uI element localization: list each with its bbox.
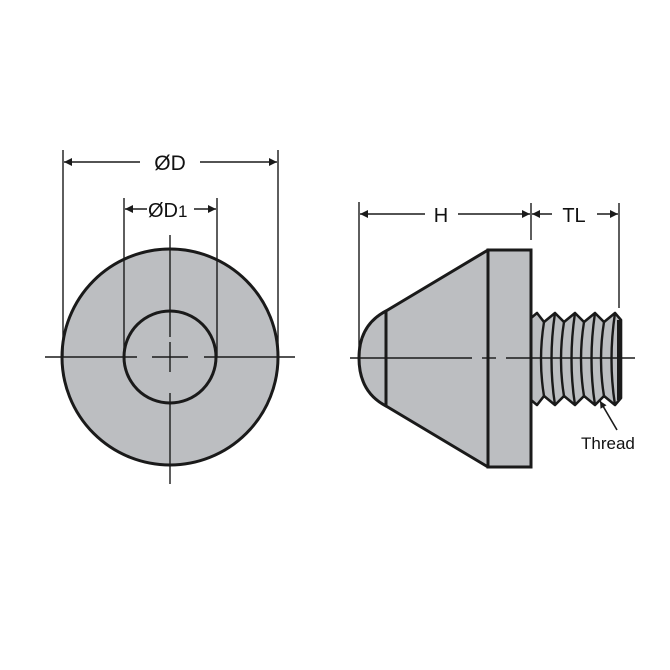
side-view: H TL Thread	[350, 202, 635, 469]
thread-length-dimension: TL	[532, 205, 618, 227]
outer-diameter-label: ØD	[154, 152, 186, 175]
thread-callout: Thread	[581, 400, 635, 453]
extension-lines	[62, 150, 279, 357]
height-label: H	[434, 205, 448, 227]
outer-diameter-dimension: ØD	[64, 152, 277, 175]
thread-label: Thread	[581, 434, 635, 453]
front-view: ØD ØD1	[45, 150, 295, 484]
center-lines	[45, 235, 295, 484]
thread-length-label: TL	[562, 205, 585, 227]
thread	[529, 311, 623, 407]
inner-diameter-dimension: ØD1	[125, 200, 216, 222]
inner-diameter-label: ØD1	[148, 200, 187, 222]
height-dimension: H	[360, 205, 530, 227]
side-extension-lines	[358, 202, 620, 355]
